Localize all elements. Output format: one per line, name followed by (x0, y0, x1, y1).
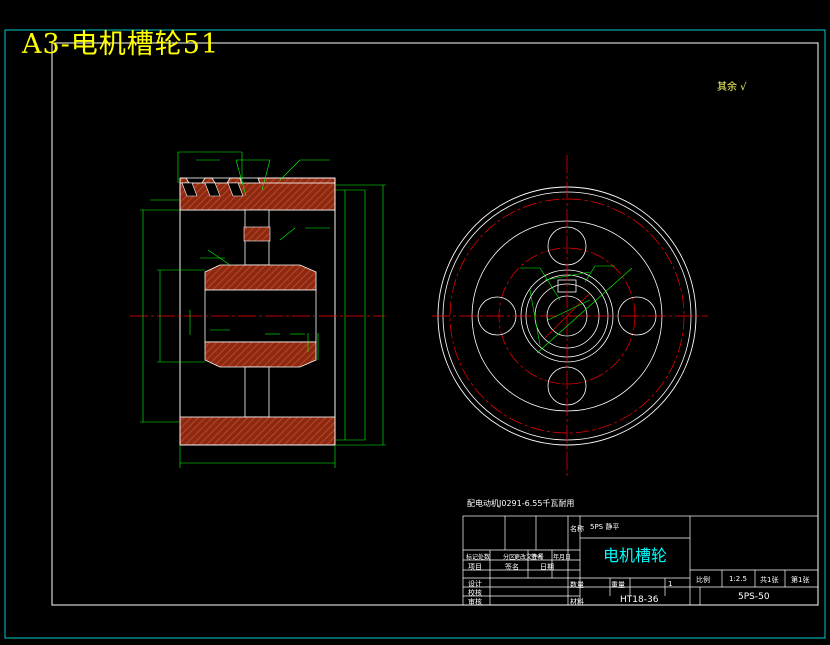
item-label-2: 日期 (540, 563, 554, 571)
qty-label: 数量 (570, 581, 584, 589)
section-view (130, 177, 385, 446)
front-dimensions (520, 265, 633, 354)
drawing-number: 5PS-50 (738, 592, 770, 602)
motor-note: 配电动机J0291-6.55千瓦耐用 (467, 499, 575, 508)
section-dimensions (140, 151, 386, 468)
outer-border (4, 29, 826, 639)
spec-text: 5PS 静平 (590, 523, 620, 531)
surface-finish-note: 其余 √ (717, 82, 747, 93)
hub-top-hatch (204, 264, 317, 291)
material-label: 材料 (570, 598, 584, 606)
sign-label-2: 分区 (503, 554, 516, 561)
scale-label: 比例 (696, 576, 710, 584)
inner-border (51, 42, 819, 606)
sign-label-1: 处数 (478, 554, 491, 561)
row-label-0: 设计 (468, 580, 482, 588)
weight-label: 重量 (611, 581, 625, 589)
sign-label-0: 标记 (466, 554, 479, 561)
name-label: 名称 (570, 525, 584, 533)
material-value: HT18-36 (620, 595, 659, 605)
sign-label-4: 签名 (531, 554, 544, 561)
drawing-title: 电机槽轮 (603, 546, 668, 565)
item-label-0: 项目 (468, 563, 482, 571)
qty-value: 1 (668, 580, 673, 588)
sheet-total: 共1张 (760, 576, 779, 584)
scale-value: 1:2.5 (729, 575, 747, 583)
hub-bottom-hatch (204, 341, 317, 368)
front-view (432, 155, 708, 478)
rim-bottom-hatch (179, 416, 336, 446)
sheet-index: 第1张 (791, 576, 810, 584)
row-label-2: 审核 (468, 598, 482, 606)
row-label-1: 校核 (468, 589, 482, 597)
drawing-header-title: A3-电机槽轮51 (22, 29, 220, 60)
sign-label-5: 年月日 (553, 554, 572, 561)
item-label-1: 签名 (505, 563, 519, 571)
title-block-grid (462, 515, 819, 606)
sign-label-3: 更改文件号 (514, 554, 545, 561)
